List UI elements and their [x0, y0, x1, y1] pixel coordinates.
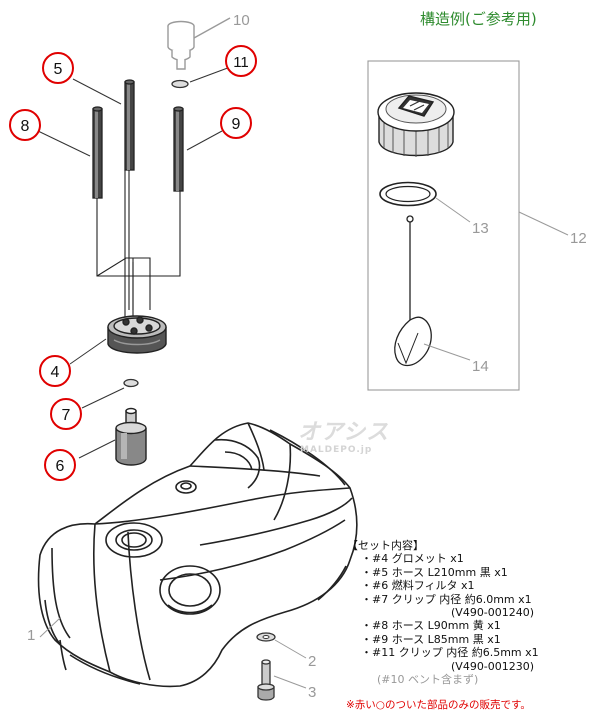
cap-assembly-frame [367, 60, 569, 391]
callout-11: 11 [225, 45, 257, 77]
fuel-tank [37, 422, 358, 688]
vent-part-10 [167, 17, 231, 70]
svg-text:5: 5 [54, 61, 63, 78]
set-item: ・#5 ホース L210mm 黒 x1 [361, 565, 508, 579]
set-item-code: (V490-001240) [451, 606, 535, 620]
svg-text:11: 11 [233, 54, 249, 71]
hose-parts [92, 79, 184, 199]
plain-callouts: 10 12 13 14 1 2 3 [27, 12, 587, 701]
cap-retainer-14 [394, 215, 471, 367]
label-1: 1 [27, 627, 35, 644]
sales-note: ※赤い○のついた部品のみの販売です。 [346, 699, 531, 711]
callout-9: 9 [220, 107, 252, 139]
diagram-title: 構造例(ご参考用) [420, 10, 537, 28]
leader-lines [37, 78, 223, 638]
svg-text:4: 4 [51, 364, 60, 381]
set-item-code: (V490-001230) [451, 659, 535, 673]
watermark-site: MALDEPO.jp [300, 445, 373, 455]
clip-part-7 [81, 378, 139, 409]
svg-text:6: 6 [56, 458, 65, 475]
label-13: 13 [472, 220, 489, 237]
label-2: 2 [308, 653, 316, 670]
set-item: ・#11 クリップ 内径 約6.5mm x1 [361, 646, 539, 660]
cap-gasket-13 [379, 181, 471, 223]
set-contents-note: (#10 ベント含まず) [377, 673, 479, 687]
set-item: ・#6 燃料フィルタ x1 [361, 579, 475, 593]
set-item: ・#7 クリップ 内径 約6.0mm x1 [361, 592, 532, 606]
label-14: 14 [472, 358, 489, 375]
label-10: 10 [233, 12, 250, 29]
set-contents-heading: 【セット内容】 [347, 539, 424, 552]
filter-part-6 [115, 407, 147, 466]
hose-routing-lines [96, 170, 181, 318]
set-item: ・#8 ホース L90mm 黄 x1 [361, 619, 501, 633]
callout-4: 4 [39, 355, 71, 387]
callout-6: 6 [44, 449, 76, 481]
callout-7: 7 [50, 398, 82, 430]
fuel-cap [377, 92, 455, 157]
svg-text:8: 8 [21, 118, 30, 135]
set-item: ・#9 ホース L85mm 黒 x1 [361, 632, 501, 646]
clip-part-11 [171, 65, 234, 89]
bolt-part-3 [257, 659, 307, 701]
set-item: ・#4 グロメット x1 [361, 552, 464, 566]
grommet-part-4 [107, 315, 167, 354]
callout-5: 5 [42, 52, 74, 84]
svg-text:9: 9 [232, 116, 241, 133]
label-12: 12 [570, 230, 587, 247]
watermark-logo: オアシス [298, 420, 390, 445]
washer-part-2 [256, 632, 307, 659]
svg-text:7: 7 [62, 407, 71, 424]
label-3: 3 [308, 684, 316, 701]
set-contents-list: 【セット内容】 ・#4 グロメット x1 ・#5 ホース L210mm 黒 x1… [347, 539, 599, 686]
callout-8: 8 [9, 109, 41, 141]
